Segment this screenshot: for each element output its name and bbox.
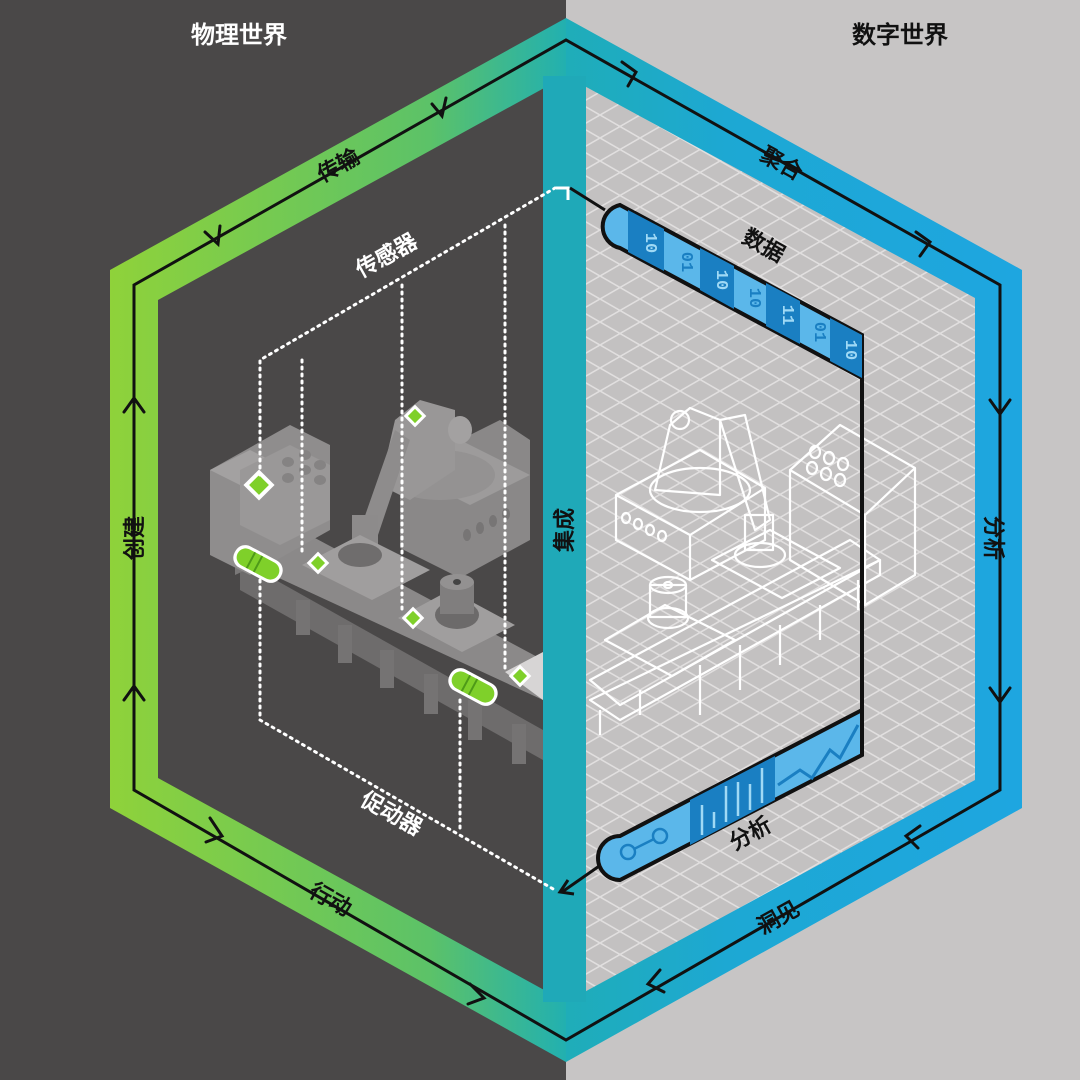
svg-text:10: 10	[744, 288, 763, 308]
actuator-icon	[233, 545, 283, 583]
cycle-flow-line	[132, 38, 1002, 1042]
analysis-pipeline	[596, 706, 864, 883]
svg-text:10: 10	[840, 340, 859, 360]
integration-band	[543, 76, 586, 1002]
data-flow-arrow-in	[556, 186, 570, 200]
cycle-arrowheads	[122, 60, 1012, 1006]
svg-text:11: 11	[777, 305, 796, 325]
svg-text:10: 10	[711, 270, 730, 290]
digital-grid-pattern	[586, 76, 975, 1002]
sensor-icon	[306, 551, 330, 575]
sensor-markers	[243, 404, 532, 688]
link-icon	[619, 827, 669, 861]
data-bit-cells	[628, 210, 862, 378]
sensor-icon	[403, 404, 427, 428]
svg-text:01: 01	[676, 252, 695, 272]
cycle-label-analyze: 分析	[980, 516, 1005, 560]
sensor-connection-lines	[258, 186, 557, 892]
physical-world-title: 物理世界	[191, 21, 287, 49]
sensor-icon	[243, 469, 275, 501]
data-bits: 10 01 10 10 11 01 10	[640, 233, 859, 360]
sensor-icon	[401, 606, 425, 630]
svg-text:10: 10	[640, 233, 659, 253]
digital-twin-production-line	[588, 406, 917, 735]
sensor-icon	[508, 664, 532, 688]
actuator-markers	[233, 545, 498, 706]
digital-world-title: 数字世界	[852, 21, 948, 49]
data-pipeline	[600, 202, 864, 382]
cycle-label-create: 创建	[123, 516, 148, 561]
cycle-label-integrate: 集成	[552, 508, 578, 553]
svg-text:01: 01	[809, 322, 828, 342]
actuator-icon	[448, 668, 498, 706]
